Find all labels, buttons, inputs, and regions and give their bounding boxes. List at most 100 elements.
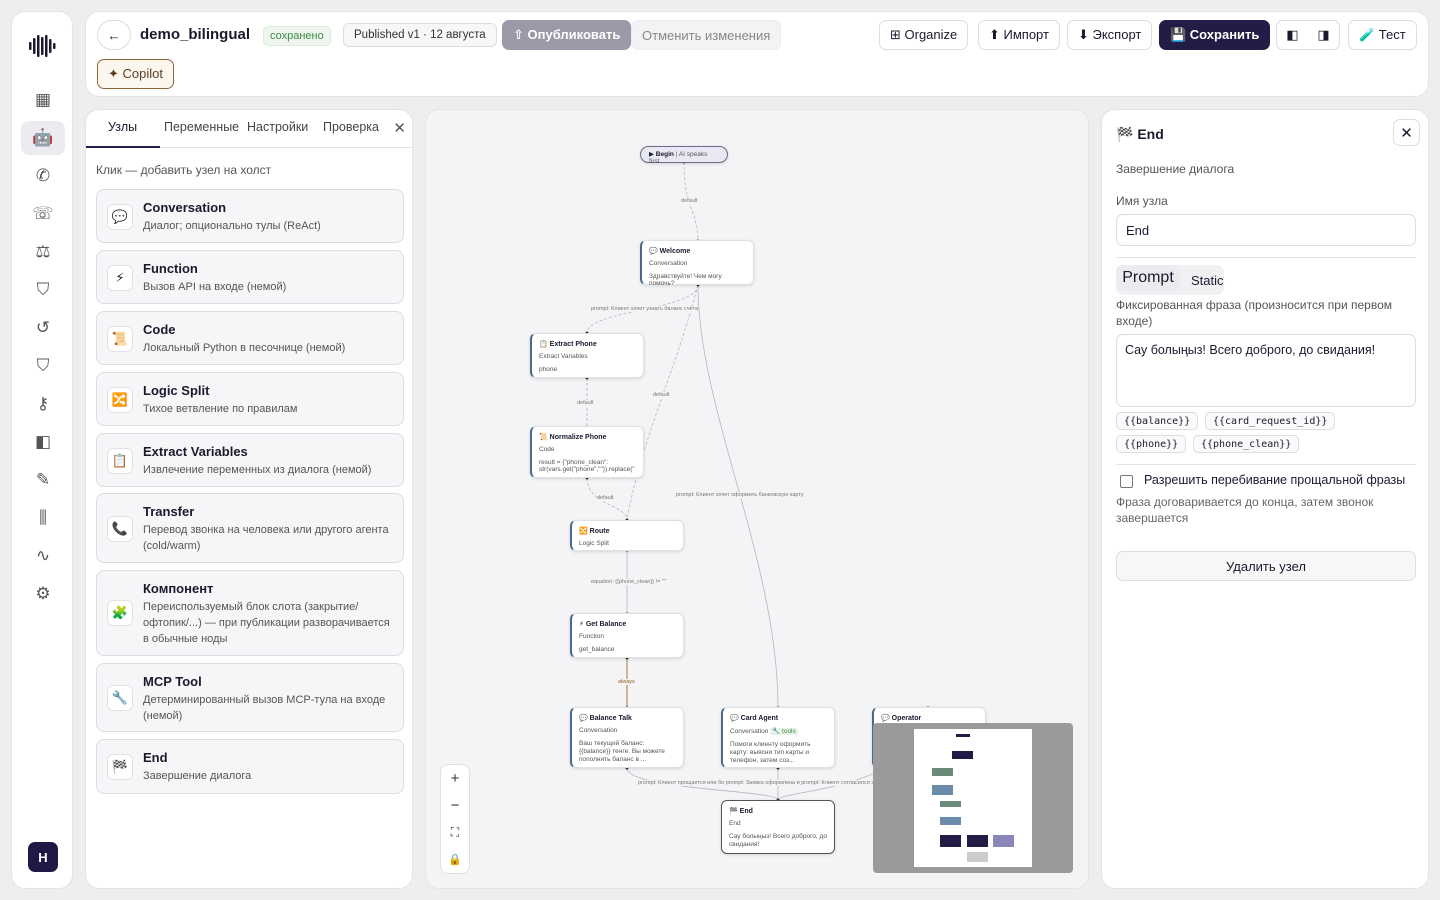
node-begin[interactable]: ▶ Begin | AI speaks first: [640, 146, 728, 165]
close-icon[interactable]: ✕: [1393, 119, 1420, 146]
copilot-button[interactable]: ✦ Copilot: [97, 59, 174, 89]
layout-toggle[interactable]: ◧◨: [1276, 20, 1340, 50]
palette-item-title: End: [143, 750, 168, 765]
close-icon[interactable]: ✕: [393, 120, 406, 137]
node-title: 🔀 Route: [579, 528, 610, 535]
tab-variables[interactable]: Переменные: [164, 120, 240, 134]
organize-button[interactable]: ⊞ Organize: [879, 20, 969, 50]
palette-item-title: Transfer: [143, 504, 195, 519]
shield-icon[interactable]: ⛉: [36, 280, 50, 299]
panel-icon[interactable]: ◧: [34, 432, 52, 451]
fit-view-button[interactable]: ⛶: [450, 825, 460, 839]
edge-label: prompt: Клиент хочет оформить банковскую…: [676, 492, 804, 498]
discard-changes-button[interactable]: Отменить изменения: [631, 20, 782, 50]
node-title: 💬 Balance Talk: [579, 715, 632, 722]
node-title: 💬 Card Agent: [730, 715, 779, 722]
phone-calls-icon[interactable]: ☏: [32, 204, 54, 223]
zoom-out-button[interactable]: −: [450, 797, 460, 814]
history-icon[interactable]: ↺: [35, 318, 51, 337]
active-tab-indicator: [86, 146, 160, 148]
lock-button[interactable]: 🔒: [448, 854, 462, 866]
mode-static-button[interactable]: Static: [1191, 273, 1224, 288]
minimap-node: [940, 835, 961, 847]
tab-nodes[interactable]: Узлы: [108, 120, 138, 134]
library-icon[interactable]: ⫼: [39, 508, 47, 527]
edge-label: default: [681, 198, 698, 204]
static-phrase-textarea[interactable]: Сау болыңыз! Всего доброго, до свидания!: [1116, 334, 1416, 407]
dashboard-icon[interactable]: ▦: [34, 90, 52, 109]
flow-canvas[interactable]: default prompt: Клиент хочет узнать бала…: [425, 109, 1089, 889]
palette-item-desc: Завершение диалога: [143, 770, 252, 782]
tab-settings[interactable]: Настройки: [247, 120, 309, 134]
variable-chip[interactable]: {{phone_clean}}: [1193, 435, 1300, 453]
delete-node-button[interactable]: Удалить узел: [1116, 551, 1416, 581]
palette-item-desc: Локальный Python в песочнице (немой): [143, 342, 346, 354]
node-title: ⚡ Get Balance: [579, 621, 627, 628]
edge-label: prompt: Клиент прощается или бо prompt: …: [638, 780, 891, 786]
published-version-badge: Published v1 · 12 августа: [343, 23, 497, 47]
import-button[interactable]: ⬆ Импорт: [978, 20, 1060, 50]
export-button[interactable]: ⬇ Экспорт: [1067, 20, 1153, 50]
avatar[interactable]: H: [28, 842, 58, 872]
node-name-label: Имя узла: [1116, 194, 1168, 208]
back-button[interactable]: ←: [97, 20, 131, 50]
tools-icon[interactable]: ✎: [35, 470, 51, 489]
palette-item-title: Extract Variables: [143, 444, 248, 459]
panel-right-icon[interactable]: ◨: [1317, 27, 1330, 42]
tab-validation[interactable]: Проверка: [323, 120, 379, 134]
variable-chip[interactable]: {{phone}}: [1116, 435, 1187, 453]
test-button[interactable]: 🧪 Тест: [1348, 20, 1417, 50]
interrupt-checkbox[interactable]: [1120, 475, 1133, 488]
scales-icon[interactable]: ⚖: [35, 242, 51, 261]
puzzle-icon: 🧩: [107, 600, 133, 626]
node-name-input[interactable]: End: [1116, 214, 1416, 246]
save-button[interactable]: 💾 Сохранить: [1159, 20, 1271, 50]
activity-icon[interactable]: ∿: [35, 546, 51, 565]
palette-item-desc: Диалог; опционально тулы (ReAct): [143, 220, 321, 232]
panel-left-icon[interactable]: ◧: [1286, 27, 1299, 42]
key-icon[interactable]: ⚷: [36, 394, 50, 413]
settings-icon[interactable]: ⚙: [35, 584, 51, 603]
palette-item-desc: Тихое ветвление по правилам: [143, 403, 298, 415]
zoom-in-button[interactable]: +: [450, 770, 460, 787]
variable-chip[interactable]: {{card_request_id}}: [1205, 412, 1336, 430]
node-title: 💬 Welcome: [649, 248, 691, 255]
scroll-icon: 📜: [107, 326, 133, 352]
publish-button[interactable]: ⇧ Опубликовать: [502, 20, 632, 50]
node-body: get_balance: [579, 646, 615, 653]
phone-icon[interactable]: ✆: [35, 166, 51, 185]
wrench-icon: 🔧: [107, 685, 133, 711]
minimap[interactable]: [873, 723, 1073, 873]
node-body: Ваш текущий баланс: {{balance}} тенге. В…: [579, 740, 665, 763]
agents-icon[interactable]: 🤖: [21, 121, 65, 155]
variable-chip[interactable]: {{balance}}: [1116, 412, 1199, 430]
clipboard-icon: 📋: [107, 448, 133, 474]
shield-alert-icon[interactable]: ⛉: [36, 356, 50, 375]
app-logo[interactable]: [27, 30, 59, 62]
node-type: Extract Variables: [539, 353, 588, 360]
palette-item-desc: Детерминированный вызов MCP-тула на вход…: [143, 694, 386, 722]
minimap-node: [967, 852, 988, 862]
mode-prompt-button[interactable]: Prompt: [1116, 265, 1180, 291]
edge-label: default: [653, 392, 670, 398]
top-toolbar: ← demo_bilingual сохранено Published v1 …: [85, 11, 1429, 97]
page-title: demo_bilingual: [140, 26, 251, 43]
minimap-node: [967, 835, 988, 847]
